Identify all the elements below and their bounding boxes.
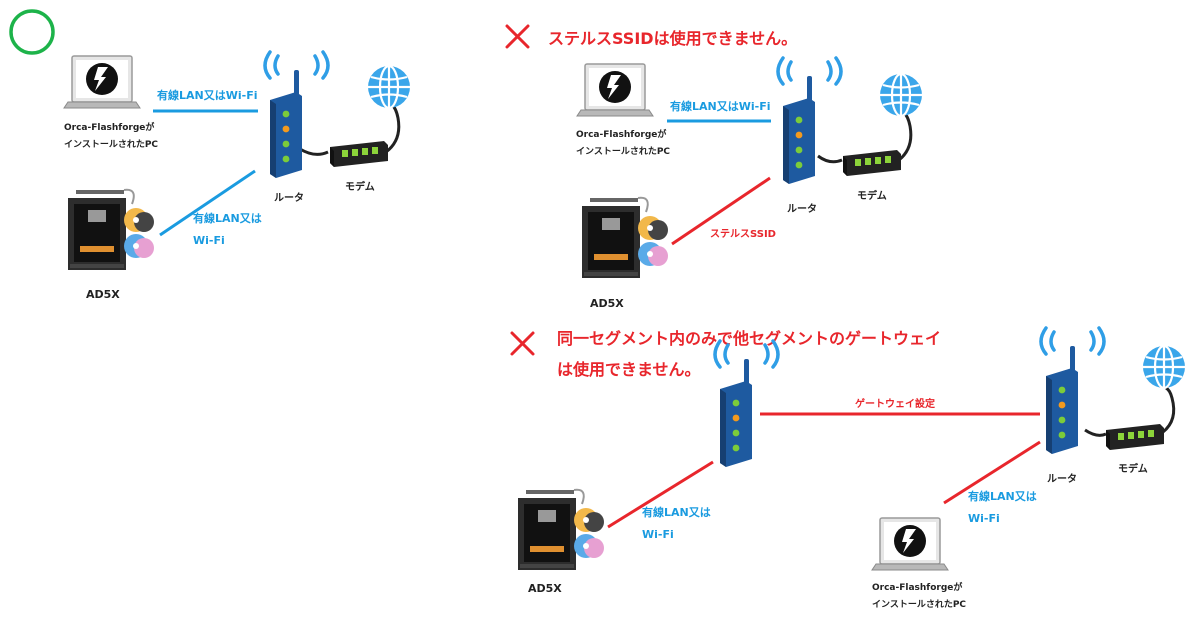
cable-modem-globe xyxy=(1162,386,1176,434)
link-printer-router-a xyxy=(607,460,714,529)
modem-label: モデム xyxy=(345,180,375,193)
link-pc-label: 有線LAN又はWi-Fi xyxy=(157,88,257,102)
printer-icon xyxy=(581,196,669,279)
printer-icon xyxy=(517,488,605,571)
cable-modem-globe xyxy=(898,111,913,162)
cable-modem-globe xyxy=(385,103,401,154)
printer-label: AD5X xyxy=(86,288,120,301)
ng-cross-icon xyxy=(505,24,530,49)
pc-label-line1: Orca-Flashforgeが xyxy=(576,128,667,140)
link-printer-label-line1: 有線LAN又は xyxy=(193,211,262,225)
laptop-icon xyxy=(871,517,949,571)
stealth-heading: ステルスSSIDは使用できません。 xyxy=(548,29,797,48)
globe-icon xyxy=(366,64,412,110)
link-printer-label-line1: 有線LAN又は xyxy=(642,505,711,519)
pc-label-line2: インストールされたPC xyxy=(576,146,670,157)
panel-ok: 有線LAN又はWi-Fi 有線LAN又は Wi-Fi Orca-Flashfor… xyxy=(9,9,412,301)
ok-circle-icon xyxy=(9,9,55,55)
ng-cross-icon xyxy=(510,331,535,356)
cable-router-modem xyxy=(1084,428,1107,437)
router-icon xyxy=(263,50,330,180)
link-printer-label-line2: Wi-Fi xyxy=(193,234,225,247)
globe-icon xyxy=(1141,344,1187,390)
laptop-icon xyxy=(576,63,654,117)
cable-router-modem xyxy=(817,154,843,164)
modem-icon xyxy=(843,150,901,176)
modem-icon xyxy=(1106,424,1164,450)
panel-stealth: ステルスSSIDは使用できません。 有線LAN又はWi-Fi ステルスSSID … xyxy=(505,24,924,310)
modem-icon xyxy=(330,141,388,167)
pc-label-line1: Orca-Flashforgeが xyxy=(872,581,963,593)
modem-label: モデム xyxy=(1118,462,1148,475)
router-label: ルータ xyxy=(787,203,817,215)
pc-label-line1: Orca-Flashforgeが xyxy=(64,121,155,133)
pc-label-line2: インストールされたPC xyxy=(64,139,158,150)
cable-router-modem xyxy=(299,147,329,156)
globe-icon xyxy=(878,72,924,118)
router-icon xyxy=(776,56,843,186)
panel-gateway: 同一セグメント内のみで他セグメントのゲートウェイ は使用できません。 ゲートウェ… xyxy=(510,326,1187,610)
router-label: ルータ xyxy=(1047,473,1077,485)
laptop-icon xyxy=(63,55,141,109)
link-pc-router-b xyxy=(943,440,1041,505)
link-pc-label-line1: 有線LAN又は xyxy=(968,489,1037,503)
router-label: ルータ xyxy=(274,192,304,204)
link-printer-router xyxy=(159,169,256,237)
link-pc-label: 有線LAN又はWi-Fi xyxy=(670,99,770,113)
pc-label-line2: インストールされたPC xyxy=(872,599,966,610)
printer-icon xyxy=(67,188,155,271)
router-a-icon xyxy=(713,339,780,469)
gateway-link-label: ゲートウェイ設定 xyxy=(855,397,935,410)
link-printer-label: ステルスSSID xyxy=(710,228,776,240)
gateway-heading-line2: は使用できません。 xyxy=(557,360,701,379)
link-pc-label-line2: Wi-Fi xyxy=(968,512,1000,525)
link-printer-label-line2: Wi-Fi xyxy=(642,528,674,541)
printer-label: AD5X xyxy=(528,582,562,595)
link-printer-router xyxy=(671,176,771,246)
gateway-heading-line1: 同一セグメント内のみで他セグメントのゲートウェイ xyxy=(557,329,941,348)
printer-label: AD5X xyxy=(590,297,624,310)
modem-label: モデム xyxy=(857,189,887,202)
